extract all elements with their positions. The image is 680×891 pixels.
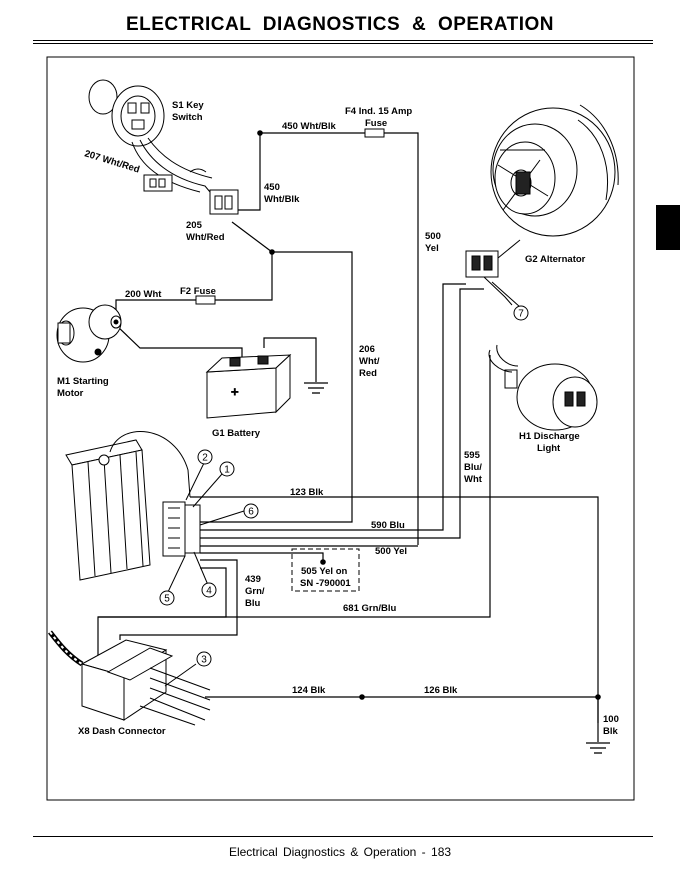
wire-505-note-2: SN -790001 <box>300 578 351 589</box>
wire-205-label-2: Wht/Red <box>186 232 225 243</box>
callout-5: 5 <box>159 590 175 606</box>
discharge-light-label-2: Light <box>537 443 561 454</box>
page-footer: Electrical Diagnostics & Operation - 183 <box>228 845 452 859</box>
discharge-light-label-1: H1 Discharge <box>519 431 580 442</box>
wire-labels: 207 Wht/Red 450 Wht/Blk 450 Wht/Blk 205 … <box>83 121 619 737</box>
fuse-f4-symbol <box>364 128 385 138</box>
fuse-f2-label: F2 Fuse <box>180 286 216 297</box>
footer-rule <box>33 836 653 837</box>
wire-200-label: 200 Wht <box>125 289 162 300</box>
header-rule <box>33 40 653 41</box>
key-switch-illustration <box>88 79 239 215</box>
svg-text:3: 3 <box>201 655 207 666</box>
discharge-light-illustration <box>488 344 598 431</box>
wire-206-label-1: 206 <box>359 344 375 355</box>
callout-7: 7 <box>513 305 529 321</box>
optional-wire-box <box>291 548 360 592</box>
fuse-f4-label-2: Fuse <box>365 118 387 129</box>
callout-2: 2 <box>197 449 213 465</box>
key-switch-label-2: Switch <box>172 112 203 123</box>
svg-text:7: 7 <box>518 309 524 320</box>
wire-439-label-1: 439 <box>245 574 261 585</box>
callout-6: 6 <box>243 503 259 519</box>
page-title: ELECTRICAL DIAGNOSTICS & OPERATION <box>125 14 555 35</box>
alternator-illustration <box>465 104 619 306</box>
wire-206-label-3: Red <box>359 368 377 379</box>
splice-dots <box>257 130 601 700</box>
wire-450-top-label: 450 Wht/Blk <box>282 121 337 132</box>
wire-205-label-1: 205 <box>186 220 203 231</box>
component-labels: S1 Key Switch F4 Ind. 15 Amp Fuse G2 Alt… <box>57 100 586 737</box>
header-rule-double <box>33 43 653 44</box>
wire-595-label-1: 595 <box>464 450 481 461</box>
callout-leaders <box>164 281 521 687</box>
wire-590-label: 590 Blu <box>371 520 405 531</box>
callout-3: 3 <box>196 651 212 667</box>
dash-connector-label: X8 Dash Connector <box>78 726 166 737</box>
wire-206-label-2: Wht/ <box>359 356 380 367</box>
wire-123-label: 123 Blk <box>290 487 324 498</box>
fuse-f4-label-1: F4 Ind. 15 Amp <box>345 106 412 117</box>
battery-label: G1 Battery <box>212 428 261 439</box>
wire-500-vert-label-2: Yel <box>425 243 439 254</box>
starting-motor-label-1: M1 Starting <box>57 376 109 387</box>
starting-motor-illustration <box>56 304 122 363</box>
svg-text:6: 6 <box>248 507 254 518</box>
svg-text:4: 4 <box>206 586 212 597</box>
wire-681-label: 681 Grn/Blu <box>343 603 397 614</box>
wire-595-label-2: Blu/ <box>464 462 482 473</box>
svg-text:5: 5 <box>164 594 170 605</box>
wire-595-label-3: Wht <box>464 474 483 485</box>
dash-connector-illustration <box>48 630 211 726</box>
wire-207-label: 207 Wht/Red <box>83 148 141 175</box>
wire-450-label-1: 450 <box>264 182 280 193</box>
diagram-frame <box>46 56 635 801</box>
battery-illustration: + <box>205 353 292 419</box>
wire-100-label-1: 100 <box>603 714 619 725</box>
alternator-label: G2 Alternator <box>525 254 586 265</box>
wire-505-note-1: 505 Yel on <box>301 566 347 577</box>
callout-circles: 1 2 3 4 5 6 7 <box>159 305 529 667</box>
wire-126-label: 126 Blk <box>424 685 458 696</box>
callout-4: 4 <box>201 582 217 598</box>
wire-439-label-2: Grn/ <box>245 586 265 597</box>
key-switch-label-1: S1 Key <box>172 100 204 111</box>
ground-symbols <box>304 382 610 754</box>
wire-124-label: 124 Blk <box>292 685 326 696</box>
wire-500-vert-label-1: 500 <box>425 231 441 242</box>
svg-text:1: 1 <box>224 465 230 476</box>
starting-motor-label-2: Motor <box>57 388 84 399</box>
wire-500-label: 500 Yel <box>375 546 407 557</box>
regulator-illustration <box>65 430 201 581</box>
fuse-f2-symbol <box>195 295 216 305</box>
callout-1: 1 <box>219 461 235 477</box>
wire-100-label-2: Blk <box>603 726 619 737</box>
wire-439-label-3: Blu <box>245 598 261 609</box>
wire-450-label-2: Wht/Blk <box>264 194 300 205</box>
svg-text:+: + <box>231 384 239 399</box>
section-tab <box>656 205 680 250</box>
svg-text:2: 2 <box>202 453 208 464</box>
